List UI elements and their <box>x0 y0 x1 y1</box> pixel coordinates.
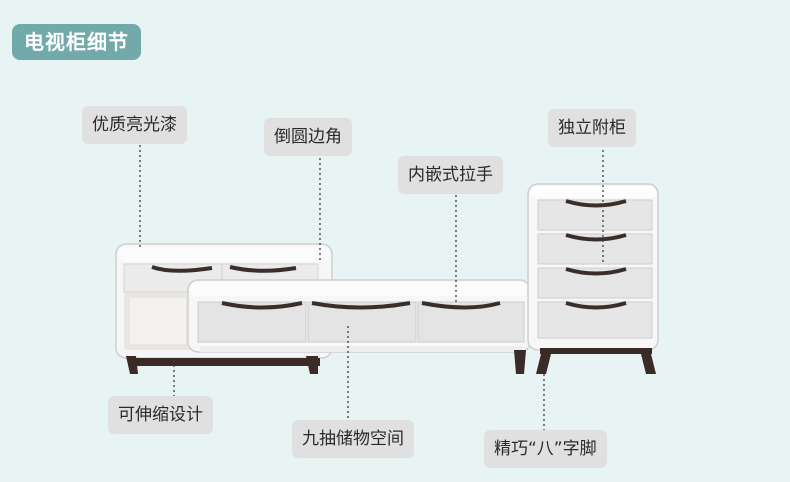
handle-groove <box>151 265 213 273</box>
label-extendable-design: 可伸缩设计 <box>108 396 213 434</box>
handle-groove <box>565 233 627 242</box>
label-recessed-handle: 内嵌式拉手 <box>398 156 503 194</box>
label-rounded-edges: 倒圆边角 <box>264 118 352 156</box>
handle-groove <box>221 301 303 310</box>
label-splayed-legs: 精巧“八”字脚 <box>484 430 607 468</box>
label-standalone-cabinet: 独立附柜 <box>548 109 636 147</box>
handle-groove <box>565 301 627 310</box>
callout-lines <box>139 145 604 430</box>
label-nine-drawer-storage: 九抽储物空间 <box>292 420 414 458</box>
splayed-leg <box>640 350 656 374</box>
handle-groove <box>311 301 411 310</box>
side-chest <box>527 183 659 374</box>
lower-tv-unit <box>187 279 531 374</box>
handle-groove <box>229 265 297 273</box>
label-gloss-paint: 优质亮光漆 <box>82 106 187 144</box>
splayed-leg <box>536 350 552 374</box>
leg <box>306 356 318 374</box>
handle-groove <box>565 267 627 276</box>
handle-groove <box>565 199 627 208</box>
handle-groove <box>421 301 501 310</box>
section-title: 电视柜细节 <box>12 24 141 60</box>
leg <box>514 350 526 374</box>
